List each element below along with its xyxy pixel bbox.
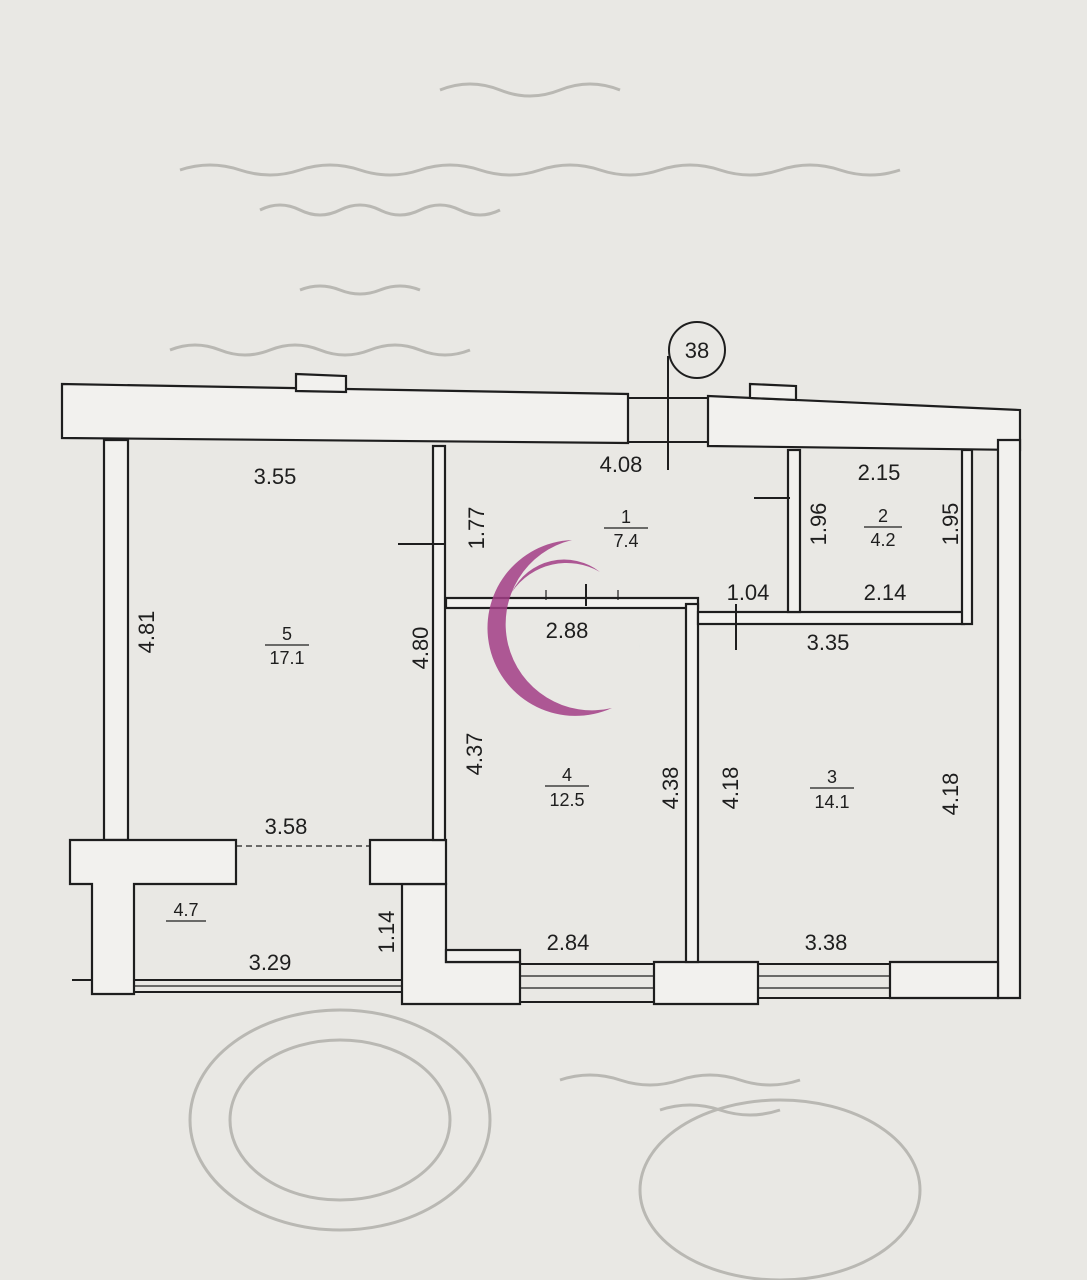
dim-room5-right: 4.80 bbox=[408, 627, 433, 670]
dim-room3-bottom: 3.38 bbox=[805, 930, 848, 955]
room-number: 2 bbox=[878, 506, 888, 526]
room-1-label: 1 7.4 bbox=[604, 507, 648, 551]
balcony-area: 4.7 bbox=[173, 900, 198, 920]
room-number: 1 bbox=[621, 507, 631, 527]
dim-room4-top: 2.88 bbox=[546, 618, 589, 643]
room-number: 4 bbox=[562, 765, 572, 785]
room-2-label: 2 4.2 bbox=[864, 506, 902, 550]
room-labels: 1 7.4 2 4.2 3 14.1 4 12.5 5 17.1 4.7 bbox=[166, 506, 902, 922]
dim-room3-left: 4.18 bbox=[718, 767, 743, 810]
dim-room4-bottom: 2.84 bbox=[547, 930, 590, 955]
room-5-label: 5 17.1 bbox=[265, 624, 309, 668]
room-4-label: 4 12.5 bbox=[545, 765, 589, 810]
dim-room2-bottom: 2.14 bbox=[864, 580, 907, 605]
interior-walls bbox=[431, 444, 974, 964]
room-number: 3 bbox=[827, 767, 837, 787]
logo-magenta-arc bbox=[487, 540, 612, 716]
dim-balcony-depth: 1.14 bbox=[374, 911, 399, 954]
axis-marker: 38 bbox=[667, 321, 726, 470]
dim-hall-depth: 1.77 bbox=[464, 507, 489, 550]
background-faint-text bbox=[169, 82, 922, 1280]
dim-balcony-width: 3.29 bbox=[249, 950, 292, 975]
logo-watermark bbox=[487, 540, 641, 718]
room-3-label: 3 14.1 bbox=[810, 767, 854, 812]
dim-room2-right: 1.95 bbox=[938, 503, 963, 546]
dim-room3-right: 4.18 bbox=[938, 773, 963, 816]
room-area: 12.5 bbox=[549, 790, 584, 810]
room-number: 5 bbox=[282, 624, 292, 644]
dim-room4-right: 4.38 bbox=[658, 767, 683, 810]
dim-room2-top: 2.15 bbox=[858, 460, 901, 485]
dimension-labels: 3.55 4.81 3.58 4.80 4.08 1.77 1.04 2.15 … bbox=[134, 452, 963, 975]
dim-room5-bottom: 3.58 bbox=[265, 814, 308, 839]
room-area: 4.2 bbox=[870, 530, 895, 550]
balcony-label: 4.7 bbox=[166, 900, 206, 922]
dim-hall-width: 4.08 bbox=[600, 452, 643, 477]
room-area: 7.4 bbox=[613, 531, 638, 551]
axis-marker-label: 38 bbox=[685, 338, 709, 363]
exterior-walls bbox=[60, 372, 1022, 1006]
dim-room3-top: 3.35 bbox=[807, 630, 850, 655]
dim-room2-left: 1.96 bbox=[806, 503, 831, 546]
dim-room5-depth: 4.81 bbox=[134, 611, 159, 654]
dim-room5-width: 3.55 bbox=[254, 464, 297, 489]
dim-hall-step: 1.04 bbox=[727, 580, 770, 605]
room-area: 14.1 bbox=[814, 792, 849, 812]
dim-room4-left: 4.37 bbox=[462, 733, 487, 776]
logo-teal-arc bbox=[574, 589, 641, 718]
windows bbox=[134, 845, 890, 1003]
room-area: 17.1 bbox=[269, 648, 304, 668]
